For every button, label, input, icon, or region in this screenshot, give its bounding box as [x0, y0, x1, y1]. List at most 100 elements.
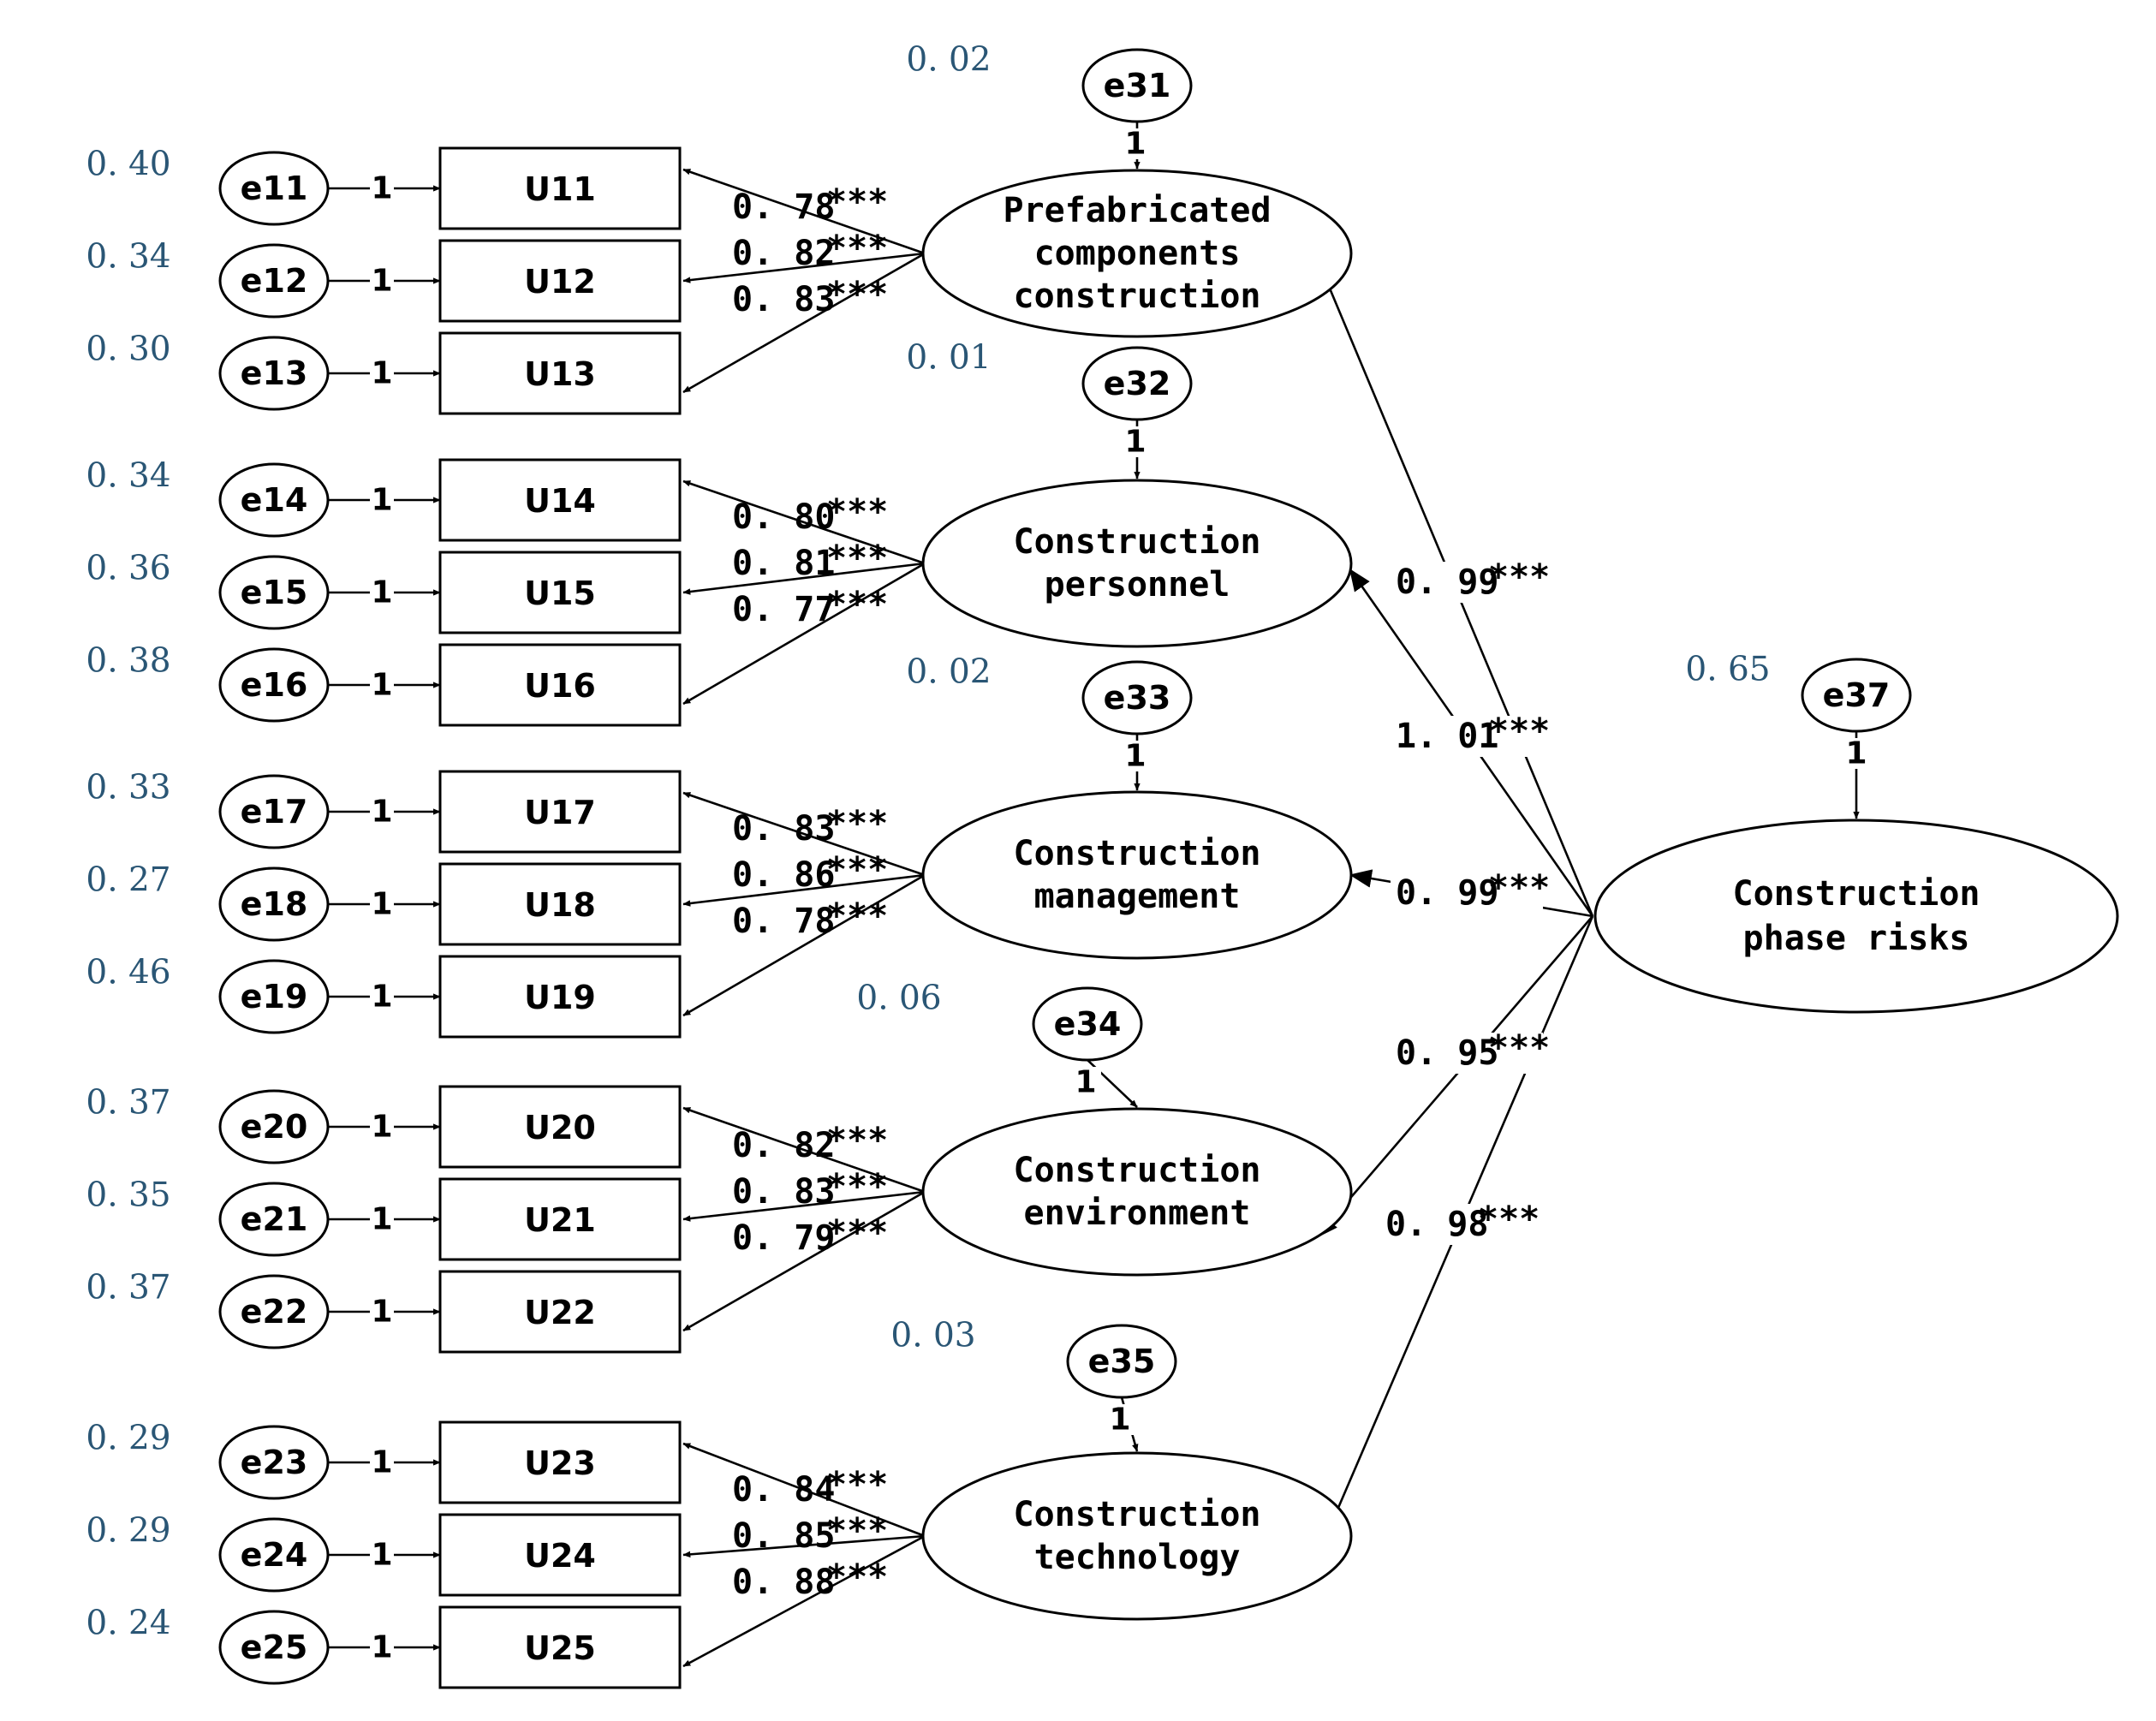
path-constraint-label: 1	[371, 1110, 392, 1145]
factor-loading-value: 0. 82	[732, 234, 835, 273]
factor-loading-arrow	[682, 168, 926, 255]
observed-variable-label: U20	[524, 1109, 596, 1146]
significance-mark: ***	[826, 229, 888, 268]
significance-mark: ***	[826, 492, 888, 532]
observed-variable-label: U22	[524, 1294, 596, 1331]
significance-mark: ***	[826, 1167, 888, 1206]
latent-factor-label: Construction	[1014, 834, 1261, 873]
error-variance-value: 0. 34	[86, 238, 170, 277]
observed-variable-box	[438, 331, 682, 415]
latent-factor-label: environment	[1024, 1194, 1251, 1233]
structural-path-arrow	[1315, 915, 1593, 1239]
error-term-label: e13	[241, 354, 308, 392]
structural-path-arrow	[1289, 194, 1594, 917]
observed-variable-label: U14	[524, 482, 596, 520]
significance-mark: ***	[826, 182, 888, 222]
significance-mark: ***	[826, 1465, 888, 1504]
path-constraint-label: 1	[371, 668, 392, 703]
significance-mark: ***	[826, 1557, 888, 1597]
observed-variable-box	[438, 862, 682, 946]
factor-loading-value: 0. 81	[732, 544, 835, 583]
path-label-background	[370, 356, 394, 390]
factor-loading-arrow	[682, 1190, 926, 1222]
factor-loading-value: 0. 83	[732, 809, 835, 849]
path-constraint-label: 1	[1075, 1065, 1096, 1100]
factor-loading-arrow	[682, 873, 926, 907]
latent-factor-label: Construction	[1014, 1495, 1261, 1534]
error-term-circle	[218, 1517, 330, 1593]
latent-factor-ellipse	[921, 479, 1353, 648]
observed-variable-box	[438, 1177, 682, 1261]
observed-variable-box	[438, 1513, 682, 1597]
path-constraint-label: 1	[371, 795, 392, 830]
error-term-circle	[218, 555, 330, 630]
coefficient-background	[1391, 716, 1543, 757]
factor-loading-arrow	[682, 252, 926, 394]
error-term-circle	[218, 462, 330, 538]
factor-loading-value: 0. 85	[732, 1516, 835, 1556]
significance-mark: ***	[1478, 1200, 1540, 1239]
path-constraint-label: 1	[371, 356, 392, 391]
error-term-circle	[218, 647, 330, 723]
disturbance-label: e35	[1088, 1343, 1156, 1380]
structural-coefficient-value: 0. 99	[1396, 563, 1498, 602]
path-label-background	[370, 483, 394, 517]
factor-loading-value: 0. 79	[732, 1218, 835, 1258]
observed-variable-label: U25	[524, 1629, 596, 1667]
path-label-background	[370, 1630, 394, 1664]
significance-mark: ***	[826, 1121, 888, 1160]
path-label-background	[1123, 741, 1151, 771]
node-layer	[218, 48, 2119, 1689]
observed-variable-label: U17	[524, 794, 596, 831]
error-term-circle	[218, 151, 330, 226]
path-constraint-label: 1	[1109, 1402, 1130, 1438]
factor-loading-arrow	[682, 1442, 926, 1538]
factor-loading-arrow	[682, 1190, 926, 1332]
error-term-circle	[218, 774, 330, 849]
path-constraint-label: 1	[371, 1538, 392, 1573]
disturbance-circle	[1801, 658, 1912, 733]
structural-path-arrow	[1302, 915, 1594, 1590]
structural-coefficient-value: 0. 98	[1385, 1205, 1488, 1244]
observed-variable-label: U21	[524, 1201, 596, 1239]
latent-factor-label: Prefabricated	[1003, 191, 1271, 230]
structural-coefficient-value: 1. 01	[1396, 717, 1498, 756]
factor-loading-value: 0. 88	[732, 1563, 835, 1602]
observed-variable-box	[438, 1605, 682, 1689]
path-constraint-label: 1	[371, 1295, 392, 1330]
significance-mark: ***	[826, 585, 888, 624]
path-label-background	[370, 1295, 394, 1329]
significance-mark: ***	[1488, 868, 1550, 908]
error-term-circle	[218, 336, 330, 411]
path-label-background	[370, 887, 394, 921]
observed-variable-box	[438, 1420, 682, 1504]
error-term-circle	[218, 243, 330, 319]
path-constraint-label: 1	[371, 171, 392, 206]
error-term-label: e17	[241, 793, 308, 831]
path-constraint-label: 1	[371, 483, 392, 518]
structural-coefficient-value: 0. 95	[1396, 1033, 1498, 1073]
factor-loading-value: 0. 86	[732, 855, 835, 895]
error-term-label: e23	[241, 1444, 308, 1481]
factor-loading-value: 0. 84	[732, 1470, 835, 1510]
observed-variable-box	[438, 1270, 682, 1354]
second-order-factor-ellipse	[1593, 819, 2119, 1014]
path-constraint-label: 1	[371, 1630, 392, 1665]
coefficient-background	[1391, 562, 1543, 603]
error-term-circle	[218, 1274, 330, 1349]
path-constraint-label: 1	[1124, 739, 1146, 774]
error-term-label: e20	[241, 1108, 308, 1146]
significance-mark: ***	[826, 804, 888, 843]
significance-mark: ***	[1488, 712, 1550, 751]
error-term-label: e21	[241, 1200, 308, 1238]
significance-mark: ***	[826, 1511, 888, 1551]
error-variance-value: 0. 29	[86, 1420, 170, 1458]
error-variance-value: 0. 37	[86, 1084, 170, 1123]
observed-variable-box	[438, 955, 682, 1039]
error-term-label: e16	[241, 666, 308, 704]
path-label-background	[370, 1538, 394, 1572]
latent-factor-label: components	[1034, 234, 1241, 273]
factor-loading-arrow	[682, 1106, 926, 1194]
significance-mark: ***	[1488, 1028, 1550, 1068]
